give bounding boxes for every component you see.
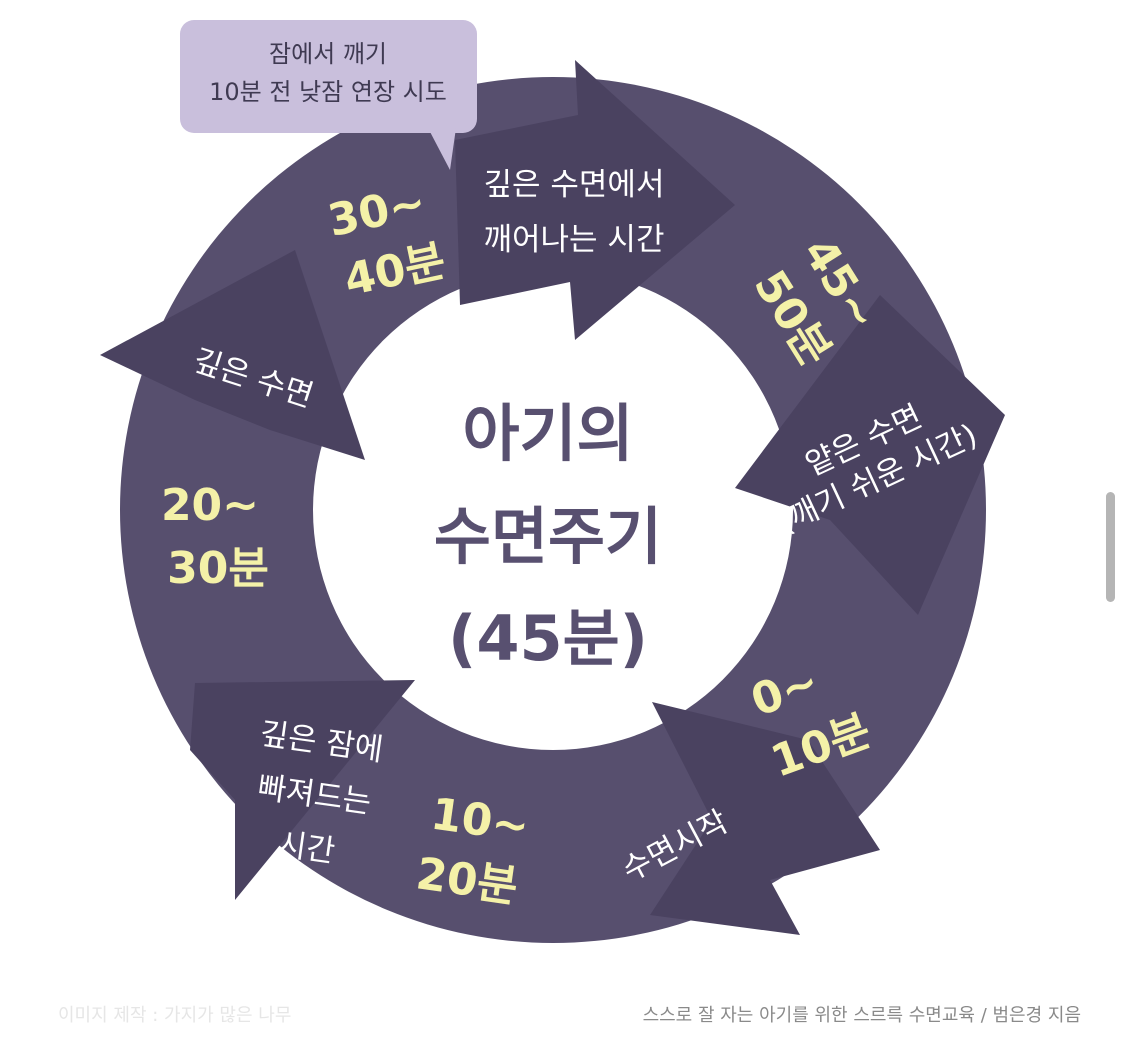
- image-credit: 이미지 제작 : 가지가 많은 나무: [58, 1005, 292, 1026]
- callout-line-1: 잠에서 깨기: [269, 40, 387, 68]
- callout-bubble: 잠에서 깨기 10분 전 낮잠 연장 시도: [180, 20, 477, 170]
- waking-label-line-2: 깨어나는 시간: [484, 222, 665, 258]
- callout-line-2: 10분 전 낮잠 연장 시도: [209, 78, 447, 106]
- deep-sleep-duration-line-2: 30분: [167, 543, 269, 594]
- arrow-top: [455, 60, 735, 340]
- book-credit: 스스로 잘 자는 아기를 위한 스르륵 수면교육 / 범은경 지음: [642, 1005, 1081, 1026]
- arrow-bottom-right: [650, 702, 880, 935]
- center-title-line-1: 아기의: [462, 397, 633, 470]
- waking-label-line-1: 깊은 수면에서: [484, 167, 665, 203]
- arrow-left: [100, 250, 365, 460]
- deep-sleep-duration-line-1: 20~: [161, 480, 259, 531]
- center-title-line-2: 수면주기: [434, 500, 662, 573]
- arrow-bottom-left: [190, 680, 415, 900]
- scrollbar-thumb[interactable]: [1106, 492, 1115, 602]
- falling-deep-label-line-3: 시간: [276, 826, 338, 870]
- arrow-right: [735, 295, 1005, 615]
- center-title-line-3: (45분): [448, 602, 648, 675]
